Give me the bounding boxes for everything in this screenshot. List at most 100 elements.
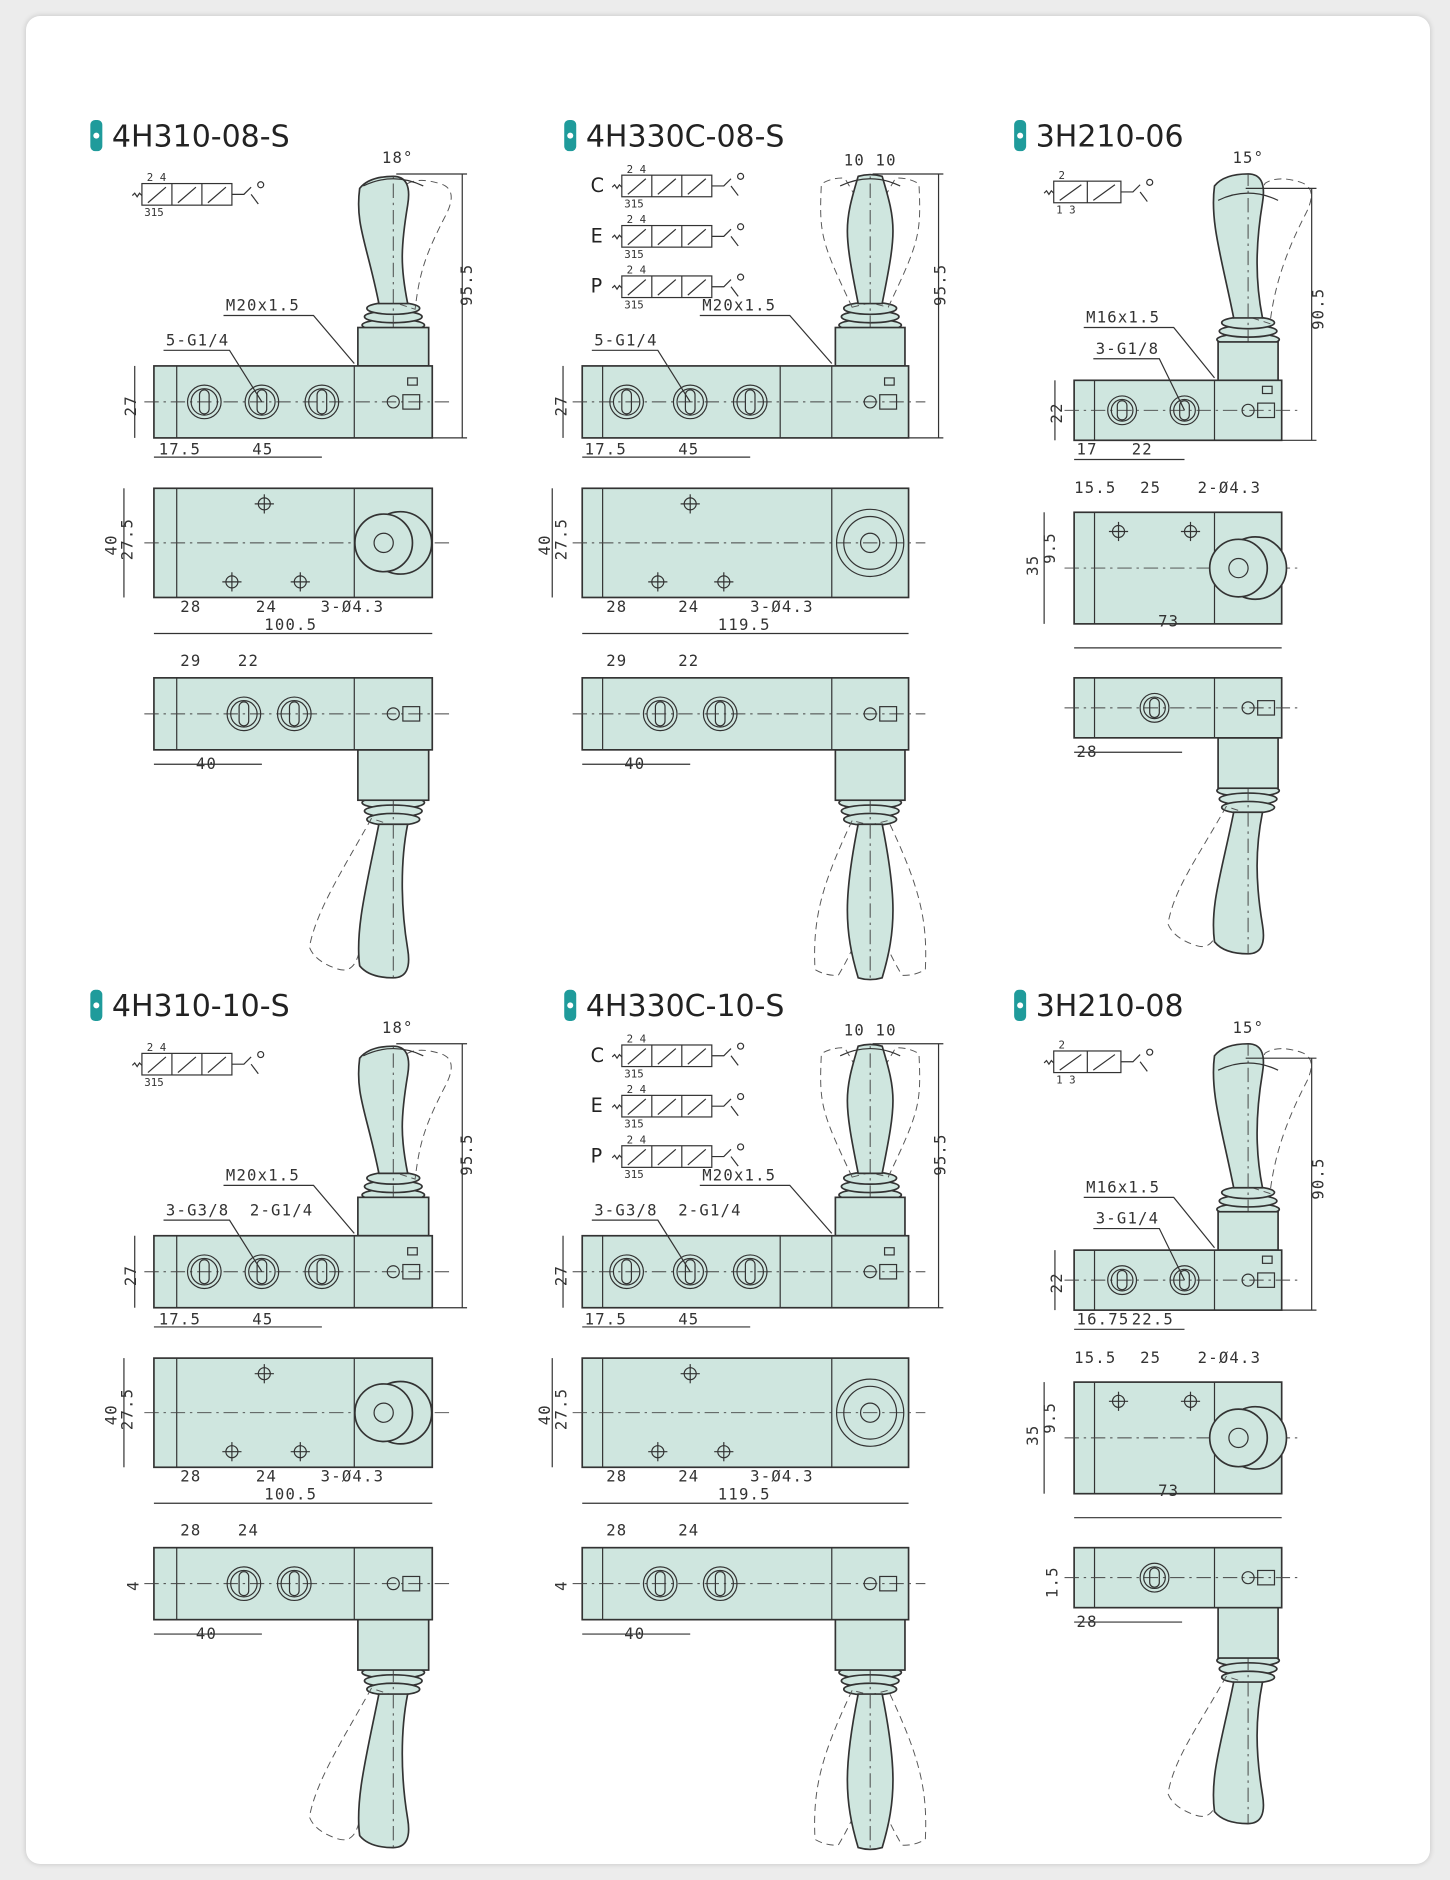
dimension-angle: 18° bbox=[382, 1019, 414, 1037]
front-view bbox=[1054, 1042, 1317, 1330]
dimension-bot-len: 40 bbox=[624, 755, 645, 773]
dimension-bot-d2: 24 bbox=[238, 1522, 259, 1540]
port-slot bbox=[316, 389, 328, 415]
dimension-top-h: 35 bbox=[1024, 1425, 1042, 1446]
port-leader bbox=[163, 349, 263, 403]
port-slot bbox=[288, 701, 300, 727]
knob-center bbox=[1228, 557, 1249, 579]
symbol-port-bottom: 315 bbox=[624, 248, 643, 261]
lever-actuator-icon bbox=[231, 186, 259, 205]
dimension-bot-offset: 4 bbox=[124, 1580, 142, 1591]
dimension-bot-d1: 28 bbox=[606, 1522, 627, 1540]
angle-arc bbox=[839, 1048, 901, 1057]
port-inner bbox=[230, 1569, 258, 1598]
thread-leader bbox=[1083, 326, 1215, 379]
port-slot bbox=[744, 1259, 756, 1285]
port-slot bbox=[684, 1259, 696, 1285]
angle-arc bbox=[839, 178, 901, 187]
lever-actuator-icon bbox=[711, 228, 739, 247]
dimension-top-len: 73 bbox=[1158, 1482, 1179, 1500]
thread-leader bbox=[1083, 1196, 1215, 1249]
dimension-body-h: 27 bbox=[122, 1265, 140, 1286]
spring-icon bbox=[611, 1104, 623, 1110]
port-slot bbox=[714, 701, 726, 727]
port-inner bbox=[308, 388, 336, 416]
port-outer bbox=[672, 1254, 708, 1290]
symbol-port-bottom: 315 bbox=[624, 198, 643, 211]
symbol-port-bottom: 315 bbox=[624, 298, 643, 311]
dimension-holes: 3-Ø4.3 bbox=[750, 1468, 813, 1486]
handle-alt-position-outline bbox=[1167, 1675, 1255, 1817]
handle-lever bbox=[357, 1045, 410, 1175]
port-slot bbox=[714, 1571, 726, 1597]
port-inner bbox=[308, 1257, 336, 1286]
dimension-top-h2: 27.5 bbox=[118, 1388, 136, 1430]
dimension-thread: M20x1.5 bbox=[702, 297, 776, 315]
mode-label-p: P bbox=[591, 275, 603, 298]
port-slot bbox=[1116, 400, 1128, 421]
dimension-body-h: 22 bbox=[1048, 402, 1066, 423]
port-leader bbox=[163, 1219, 263, 1273]
port-outer bbox=[1107, 1265, 1138, 1296]
lever-actuator-icon bbox=[1120, 184, 1148, 202]
port-outer bbox=[1169, 395, 1200, 426]
symbol-port-bottom: 315 bbox=[144, 206, 163, 219]
port-slot bbox=[744, 389, 756, 415]
handle-knob-base bbox=[834, 1618, 906, 1671]
handle-lever bbox=[357, 1693, 410, 1849]
port-slot bbox=[288, 1571, 300, 1597]
dimension-bot-len: 40 bbox=[624, 1625, 645, 1643]
port-outer bbox=[226, 696, 262, 732]
dimension-bot-offset: 1.5 bbox=[1043, 1566, 1061, 1598]
dimension-top-d2: 25 bbox=[1140, 479, 1161, 497]
front-view bbox=[134, 1043, 468, 1328]
dimension-angle: 15° bbox=[1232, 1019, 1264, 1037]
handle-alt-position-outline bbox=[1167, 805, 1255, 947]
handle-knob-base bbox=[1217, 1606, 1279, 1659]
dimension-top-len: 100.5 bbox=[264, 1486, 317, 1504]
dimension-body-h: 27 bbox=[122, 395, 140, 416]
symbol-port-top: 2 4 bbox=[627, 1033, 646, 1046]
dimension-top-h2: 9.5 bbox=[1041, 532, 1059, 564]
dimension-angle: 15° bbox=[1232, 149, 1264, 167]
valve-panel-4h310-08-s: 4H310-08-S2 431518°95.5M20x1.55-G1/42717… bbox=[90, 119, 476, 979]
port-inner bbox=[706, 700, 734, 728]
dimension-top-h: 40 bbox=[103, 534, 121, 555]
dimension-bot-d1: 28 bbox=[1077, 743, 1098, 761]
symbol-port-bottom: 1 3 bbox=[1056, 204, 1075, 217]
dimension-d1: 17.5 bbox=[585, 1311, 627, 1329]
port-inner bbox=[1110, 1268, 1134, 1292]
dimension-body-h: 27 bbox=[553, 395, 571, 416]
dimension-top-h2: 27.5 bbox=[553, 518, 571, 560]
symbol-port-top: 2 4 bbox=[147, 1041, 166, 1054]
port-outer bbox=[276, 1566, 312, 1602]
dimension-ports1: 5-G1/4 bbox=[594, 332, 657, 350]
port-leader bbox=[1093, 1227, 1186, 1281]
dimension-bot-d2: 22 bbox=[678, 652, 699, 670]
port-inner bbox=[736, 388, 764, 416]
panel-title: 3H210-06 bbox=[1036, 119, 1184, 154]
thread-leader bbox=[223, 1184, 355, 1234]
angle-arc bbox=[1217, 192, 1279, 201]
port-outer bbox=[732, 1254, 768, 1290]
port-inner bbox=[280, 700, 309, 728]
dimension-d2: 45 bbox=[678, 441, 699, 459]
dimension-bot-len: 40 bbox=[196, 1625, 217, 1643]
handle-alt-position-outline bbox=[864, 1047, 921, 1178]
symbol-port-top: 2 bbox=[1059, 169, 1066, 182]
dimension-bot-d1: 28 bbox=[180, 1522, 201, 1540]
front-view bbox=[1054, 173, 1317, 461]
port-slot bbox=[198, 1259, 210, 1285]
angle-arc bbox=[1217, 1062, 1279, 1071]
dimension-ports2: 2-G1/4 bbox=[250, 1201, 313, 1219]
bottom-view bbox=[572, 677, 927, 981]
top-view bbox=[1043, 511, 1299, 649]
spring-icon bbox=[1043, 1059, 1055, 1066]
dimension-top-len: 119.5 bbox=[718, 616, 771, 634]
thread-leader bbox=[699, 314, 833, 364]
